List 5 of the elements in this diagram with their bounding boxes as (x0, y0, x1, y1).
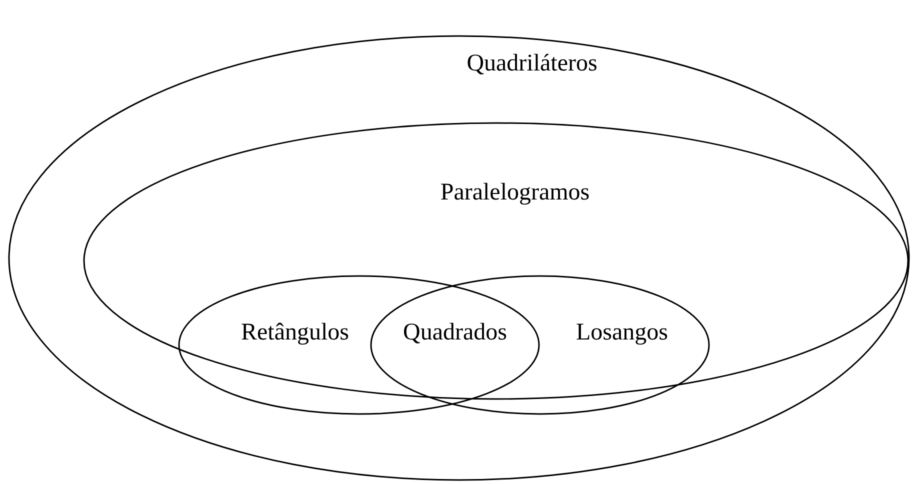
intersection-label: Quadrados (403, 320, 507, 346)
set-label: Retângulos (241, 320, 349, 346)
set-label: Quadriláteros (466, 50, 598, 78)
set-label: Losangos (576, 320, 668, 346)
set-label: Paralelogramos (440, 180, 590, 206)
